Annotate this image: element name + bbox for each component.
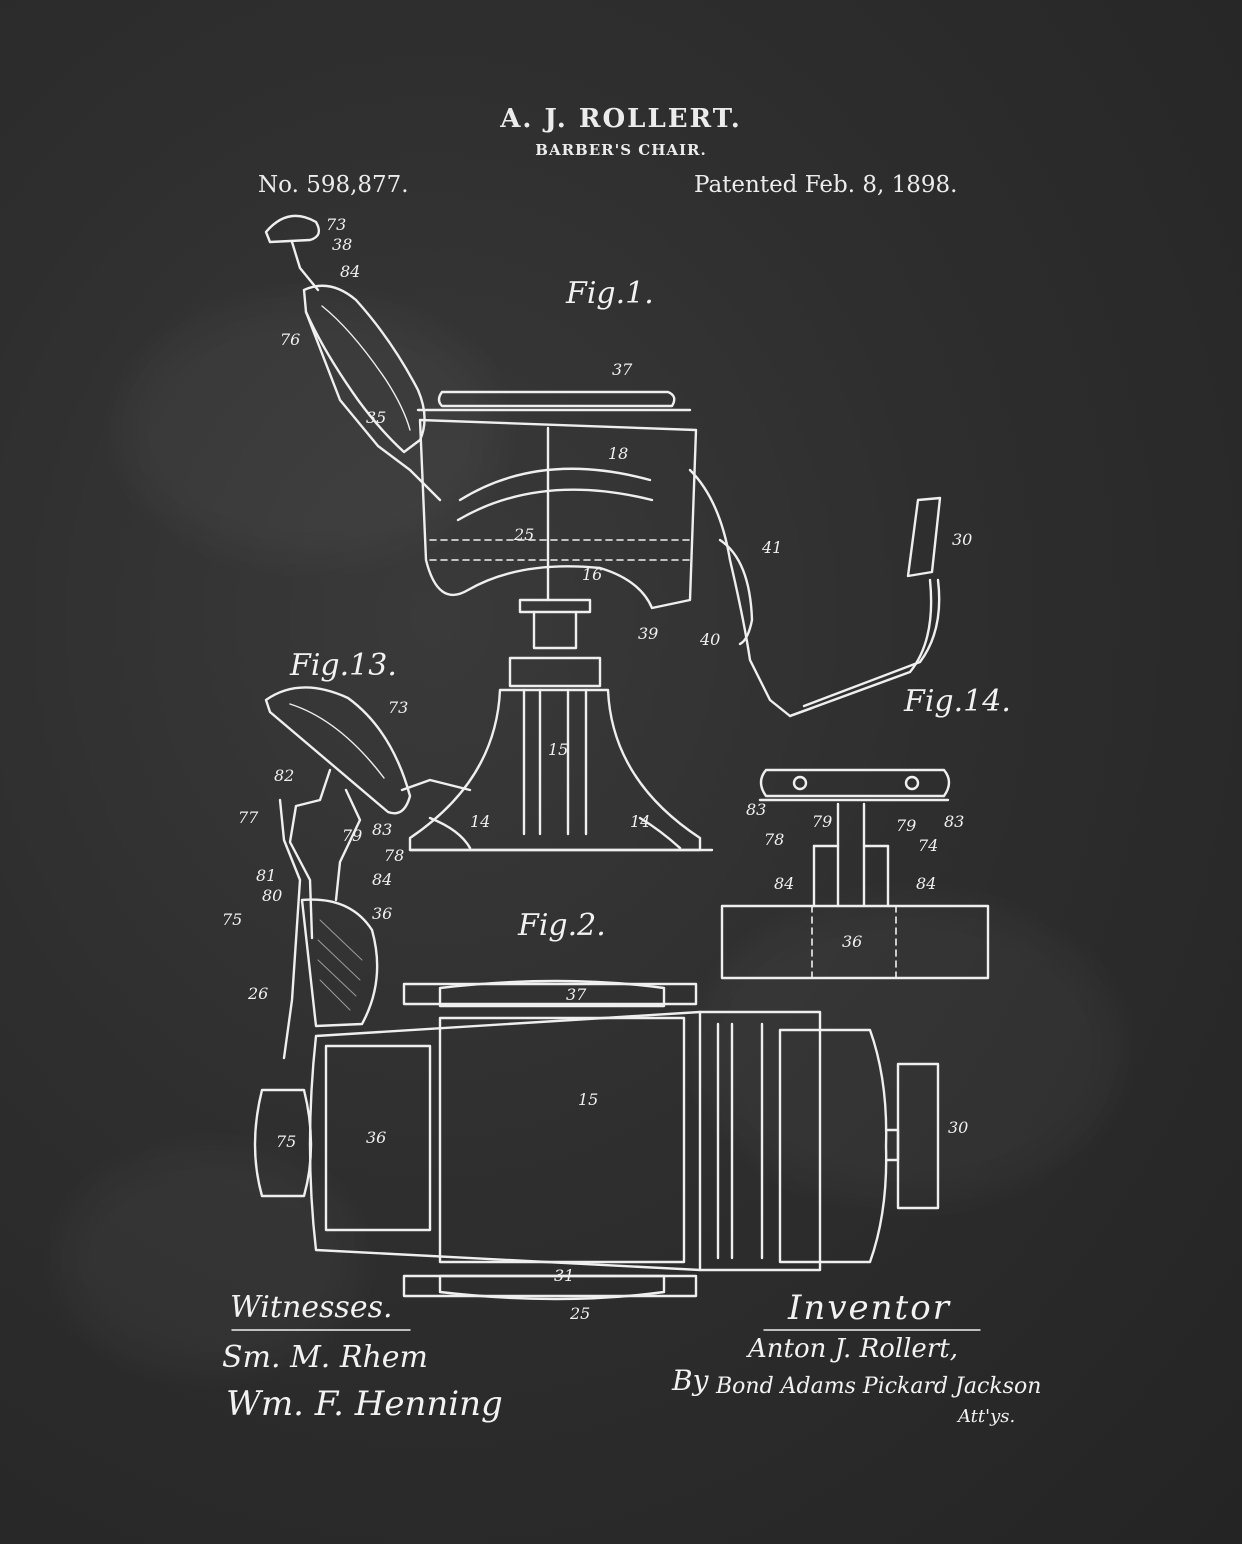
fig1-side-view	[264, 214, 942, 852]
ref-numeral: 83	[372, 820, 393, 839]
ref-numeral: 73	[326, 215, 347, 234]
ref-numeral: 39	[638, 624, 659, 643]
fig2-plan-view	[253, 979, 940, 1301]
ref-numeral: 37	[566, 985, 587, 1004]
ref-numeral: 76	[280, 330, 301, 349]
ref-numeral: 79	[896, 816, 917, 835]
ref-numeral: 15	[578, 1090, 599, 1109]
fig2-label: Fig.2.	[518, 908, 606, 943]
fig13-headrest-detail	[264, 686, 472, 1060]
fig13-label: Fig.13.	[290, 648, 397, 683]
invention-subject: BARBER'S CHAIR.	[535, 141, 707, 159]
ref-numeral: 35	[366, 408, 387, 427]
ref-numeral: 41	[762, 538, 783, 557]
ref-numeral: 77	[238, 808, 259, 827]
ref-numeral: 81	[256, 866, 277, 885]
ref-numeral: 15	[548, 740, 569, 759]
ref-numeral: 78	[384, 846, 405, 865]
ref-numeral: 84	[372, 870, 393, 889]
ref-numeral: 16	[582, 565, 603, 584]
ref-numeral: 25	[570, 1304, 591, 1323]
fig14-label: Fig.14.	[904, 684, 1011, 719]
ref-numeral: 80	[262, 886, 283, 905]
patent-date: Patented Feb. 8, 1898.	[694, 172, 958, 198]
ref-numeral: 36	[366, 1128, 387, 1147]
attorneys-suffix: Att'ys.	[958, 1406, 1016, 1427]
ref-numeral: 79	[812, 812, 833, 831]
ref-numeral: 75	[222, 910, 243, 929]
ref-numeral: 83	[746, 800, 767, 819]
ref-numeral: 25	[514, 525, 535, 544]
attorneys-signature: Bond Adams Pickard Jackson	[716, 1374, 1042, 1399]
ref-numeral: 74	[918, 836, 939, 855]
witness-signature-1: Sm. M. Rhem	[222, 1340, 428, 1375]
ref-numeral: 73	[388, 698, 409, 717]
ref-numeral: 30	[948, 1118, 969, 1137]
ref-numeral: 31	[554, 1266, 575, 1285]
witnesses-label: Witnesses.	[230, 1290, 393, 1325]
ref-numeral: 14	[630, 812, 651, 831]
ref-numeral: 82	[274, 766, 295, 785]
ref-numeral: 14	[470, 812, 491, 831]
inventor-title: A. J. ROLLERT.	[500, 104, 742, 134]
fig1-label: Fig.1.	[566, 276, 654, 311]
ref-numeral: 38	[332, 235, 353, 254]
inventor-signature: Anton J. Rollert,	[748, 1334, 958, 1364]
ref-numeral: 75	[276, 1132, 297, 1151]
ref-numeral: 40	[700, 630, 721, 649]
fig14-footrest-detail	[720, 768, 990, 980]
ref-numeral: 30	[952, 530, 973, 549]
ref-numeral: 84	[340, 262, 361, 281]
ref-numeral: 84	[916, 874, 937, 893]
inventor-label: Inventor	[788, 1288, 951, 1328]
ref-numeral: 84	[774, 874, 795, 893]
ref-numeral: 37	[612, 360, 633, 379]
patent-number: No. 598,877.	[258, 172, 409, 198]
ref-numeral: 18	[608, 444, 629, 463]
ref-numeral: 83	[944, 812, 965, 831]
ref-numeral: 36	[842, 932, 863, 951]
ref-numeral: 78	[764, 830, 785, 849]
ref-numeral: 79	[342, 826, 363, 845]
ref-numeral: 26	[248, 984, 269, 1003]
witness-signature-2: Wm. F. Henning	[226, 1384, 503, 1424]
attorneys-by: By	[672, 1364, 709, 1397]
ref-numeral: 36	[372, 904, 393, 923]
